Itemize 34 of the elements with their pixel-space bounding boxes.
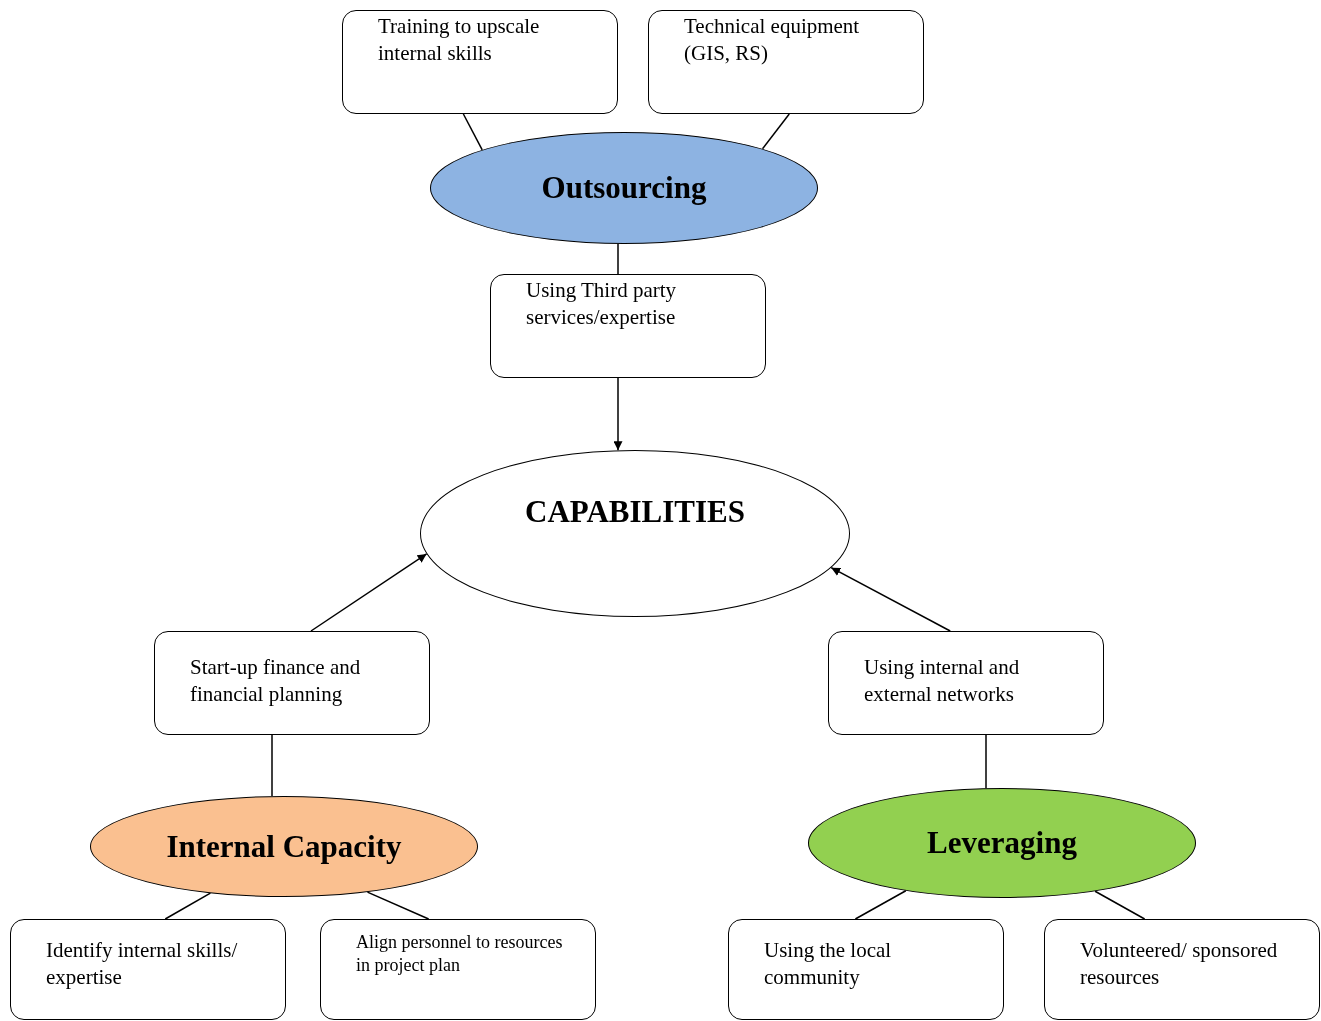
connector-line [164, 892, 212, 920]
text-box [728, 919, 1004, 1020]
node-label: Training to upscale internal skills [378, 13, 541, 67]
connector-line [1094, 890, 1146, 920]
connector-line [761, 113, 790, 150]
text-box [154, 631, 430, 735]
text-box [490, 274, 766, 378]
node-label: Align personnel to resources in project plan [356, 930, 564, 977]
node-title: Leveraging [927, 825, 1077, 861]
connector-line [366, 891, 430, 920]
node-label: Using internal and external networks [864, 654, 1021, 708]
text-box [828, 631, 1104, 735]
text-box [1044, 919, 1320, 1020]
node-label: Using Third party services/expertise [526, 277, 678, 331]
connector-line [985, 734, 987, 789]
node-title: CAPABILITIES [525, 493, 745, 530]
text-box [320, 919, 596, 1020]
node-title: Outsourcing [541, 170, 707, 206]
text-box [342, 10, 618, 114]
text-box [10, 919, 286, 1020]
node-label: Volunteered/ sponsored resources [1080, 936, 1279, 991]
connector-line [271, 734, 273, 797]
node-label: Technical equipment (GIS, RS) [684, 13, 861, 67]
connector-line [854, 890, 907, 920]
arrow [830, 566, 951, 632]
node-title: Internal Capacity [166, 828, 402, 865]
node-label: Start-up finance and financial planning [190, 654, 362, 708]
connector-line [462, 113, 483, 151]
text-box [648, 10, 924, 114]
node-label: Using the local community [764, 936, 893, 991]
node-label: Identify internal skills/ expertise [46, 936, 239, 991]
arrow [613, 377, 623, 451]
arrow [310, 553, 428, 632]
connector-line [617, 243, 619, 275]
